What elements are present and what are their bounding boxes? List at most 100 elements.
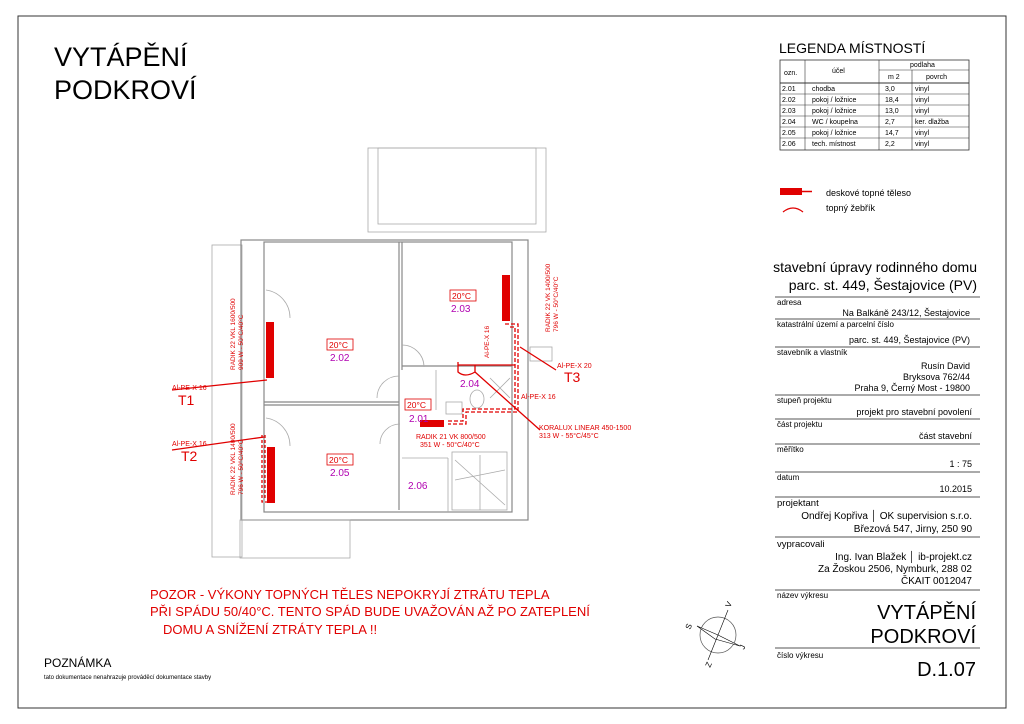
plan-rooms-0-temp: 20°C bbox=[407, 400, 426, 410]
legend-rows-2-m2: 13,0 bbox=[885, 108, 899, 115]
legend-rows-1-ucel: pokoj / ložnice bbox=[812, 97, 856, 104]
room-2-06: 2.06 bbox=[408, 481, 428, 492]
titleblock-fields-6-label: datum bbox=[777, 473, 800, 482]
legend-rows-4-ozn: 2.05 bbox=[782, 130, 796, 137]
titleblock-fields-2-label: stavebník a vlastník bbox=[777, 348, 848, 357]
legend-header-ucel: účel bbox=[832, 68, 845, 75]
legend-rows-4-povrch: vinyl bbox=[915, 130, 929, 137]
sheet-border bbox=[17, 15, 1007, 709]
room-2-02: 2.02 bbox=[330, 353, 350, 364]
plan-labels-kor-a: KORALUX LINEAR 450-1500 bbox=[539, 425, 631, 432]
sheet-title-2: PODKROVÍ bbox=[54, 75, 197, 105]
room-2-03: 2.03 bbox=[451, 304, 471, 315]
legend-rows-0-povrch: vinyl bbox=[915, 86, 929, 93]
drawing-name-1: VYTÁPĚNÍ bbox=[877, 601, 976, 624]
compass-s: S bbox=[684, 622, 694, 631]
plan-labels-rad-203-a: RADIK 22 VK 1400/500 bbox=[545, 263, 552, 332]
compass-j: J bbox=[738, 643, 748, 650]
legend-symbols: deskové topné těleso topný žebřík bbox=[780, 188, 911, 213]
note-title: POZNÁMKA bbox=[44, 655, 111, 670]
plan-rooms-4-temp: 20°C bbox=[329, 455, 348, 465]
titleblock-fields-7-lines-1: Březová 547, Jirny, 250 90 bbox=[854, 524, 973, 535]
circuit-label-t1: T1 bbox=[178, 392, 195, 408]
legend-rows-3-ozn: 2.04 bbox=[782, 119, 796, 126]
legend-rows-4-ucel: pokoj / ložnice bbox=[812, 130, 856, 137]
pipe-label-t2: Al-PE-X 16 bbox=[172, 441, 207, 448]
legend-header-podlaha: podlaha bbox=[910, 62, 935, 69]
radiator-2-02 bbox=[266, 322, 274, 378]
warning-note: POZOR - VÝKONY TOPNÝCH TĚLES NEPOKRYJÍ Z… bbox=[150, 587, 590, 637]
pipe-label-h: Al-PE-X 16 bbox=[521, 394, 556, 401]
titleblock-fields-8-lines-2: ČKAIT 0012047 bbox=[901, 574, 972, 587]
legend-header-m2: m 2 bbox=[888, 74, 900, 81]
legend-title: LEGENDA MÍSTNOSTÍ bbox=[779, 40, 925, 56]
title-block: stavební úpravy rodinného domu parc. st.… bbox=[773, 259, 980, 681]
legend-rows-0-m2: 3,0 bbox=[885, 86, 895, 93]
titleblock-fields-7-label: projektant bbox=[777, 498, 819, 509]
titleblock-fields-8-label: vypracovali bbox=[777, 539, 825, 550]
titleblock-fields-0-label: adresa bbox=[777, 298, 802, 307]
north-arrow-icon: S V J Z bbox=[684, 600, 748, 669]
legend-rows-3-povrch: ker. dlažba bbox=[915, 119, 949, 126]
ladder-radiator-symbol-icon bbox=[782, 207, 804, 213]
plan-labels-rad-201-b: 351 W - 50°C/40°C bbox=[420, 441, 480, 449]
legend-rows-5-ucel: tech. místnost bbox=[812, 141, 856, 148]
legend-rows-1-ozn: 2.02 bbox=[782, 97, 796, 104]
titleblock-fields-8-lines-0: Ing. Ivan Blažek │ ib-projekt.cz bbox=[835, 550, 972, 564]
note-text: tato dokumentace nenahrazuje prováděcí d… bbox=[44, 675, 211, 681]
project-name: stavební úpravy rodinného domu bbox=[773, 259, 977, 275]
drawing-number: D.1.07 bbox=[917, 659, 976, 681]
plan-labels-rad-205-a: RADIK 22 VKL 1400/500 bbox=[230, 423, 237, 495]
radiator-2-03 bbox=[502, 275, 510, 321]
warning-0: POZOR - VÝKONY TOPNÝCH TĚLES NEPOKRYJÍ Z… bbox=[150, 587, 550, 602]
radiator-2-01 bbox=[420, 420, 444, 427]
room-labels: 20°C 2.02 20°C 2.03 2.04 20°C 2.01 20°C … bbox=[326, 289, 480, 492]
legend-rows-2-povrch: vinyl bbox=[915, 108, 929, 115]
pipe-label-v: Al-PE-X 16 bbox=[484, 325, 491, 358]
titleblock-fields-6-lines-0: 10.2015 bbox=[939, 484, 972, 494]
legend-rows-3-ucel: WC / koupelna bbox=[812, 119, 858, 126]
titleblock-fields-3-label: stupeň projektu bbox=[777, 396, 832, 405]
legend-rows-2-ozn: 2.03 bbox=[782, 108, 796, 115]
legend-rows-0-ozn: 2.01 bbox=[782, 86, 796, 93]
legend-rows-3-m2: 2,7 bbox=[885, 119, 895, 126]
plan-rooms-1-temp: 20°C bbox=[329, 340, 348, 350]
legend-row: 2.01 chodba 3,0 vinyl bbox=[780, 86, 969, 95]
titleblock-fields-4-lines-0: část stavební bbox=[919, 431, 973, 441]
titleblock-fields-5-label: měřítko bbox=[777, 445, 804, 454]
titleblock-fields-1-label: katastrální území a parcelní číslo bbox=[777, 320, 894, 329]
panel-radiator-symbol-icon bbox=[780, 188, 802, 195]
titleblock-fields-2-lines-0: Rusín David bbox=[921, 361, 970, 371]
floor-plan bbox=[211, 147, 553, 559]
titleblock-fields-3-lines-0: projekt pro stavební povolení bbox=[856, 407, 972, 417]
room-2-04: 2.04 bbox=[460, 379, 480, 390]
room-2-05: 2.05 bbox=[330, 468, 350, 479]
legend-rows-1-m2: 18,4 bbox=[885, 97, 899, 104]
plan-labels-rad-203-b: 796 W - 50°C/40°C bbox=[552, 276, 560, 332]
titleblock-drawing-number-label: číslo výkresu bbox=[777, 651, 823, 660]
titleblock-fields-1-lines-0: parc. st. 449, Šestajovice (PV) bbox=[849, 335, 970, 345]
compass-v: V bbox=[724, 600, 735, 609]
project-location: parc. st. 449, Šestajovice (PV) bbox=[789, 277, 977, 293]
legend-rows-0-ucel: chodba bbox=[812, 86, 835, 93]
legend-symbol-ladder: topný žebřík bbox=[826, 203, 876, 213]
legend-row: 2.04 WC / koupelna 2,7 ker. dlažba bbox=[780, 119, 969, 128]
plan-labels-rad-205-b: 796 W - 50°C/40°C bbox=[237, 439, 245, 495]
titleblock-drawing-name-label: název výkresu bbox=[777, 591, 828, 600]
legend-symbol-panel: deskové topné těleso bbox=[826, 188, 911, 198]
legend-row: 2.03 pokoj / ložnice 13,0 vinyl bbox=[780, 108, 969, 117]
plan-labels-kor-b: 313 W - 55°C/45°C bbox=[539, 432, 599, 440]
circuit-label-t2: T2 bbox=[181, 448, 198, 464]
drawing-name-2: PODKROVÍ bbox=[870, 625, 976, 648]
plan-labels-rad-201-a: RADIK 21 VK 800/500 bbox=[416, 434, 486, 441]
titleblock-fields-4-label: část projektu bbox=[777, 420, 822, 429]
sheet-title-1: VYTÁPĚNÍ bbox=[54, 41, 188, 72]
pipe-label-t1: Al-PE-X 16 bbox=[172, 385, 207, 392]
legend-rows-2-ucel: pokoj / ložnice bbox=[812, 108, 856, 115]
legend-rows-1-povrch: vinyl bbox=[915, 97, 929, 104]
plan-labels-rad-202-b: 909 W - 50°C/40°C bbox=[237, 314, 245, 370]
legend-rows-5-m2: 2,2 bbox=[885, 141, 895, 148]
